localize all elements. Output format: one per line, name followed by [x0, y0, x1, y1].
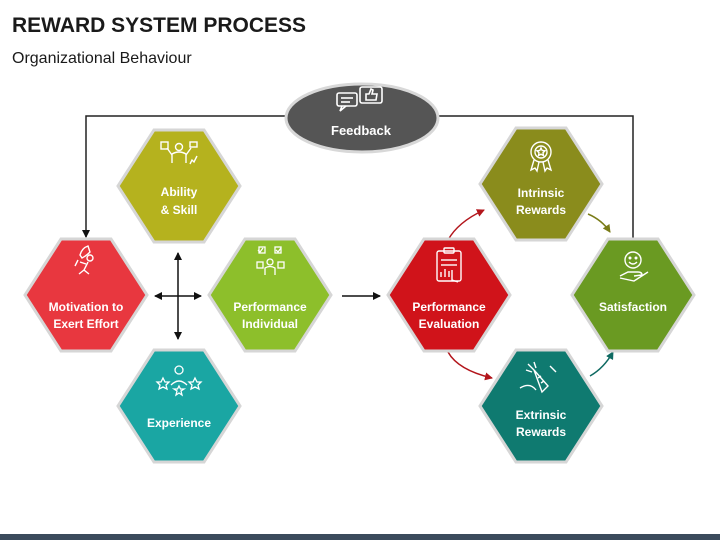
- node-line1: Experience: [147, 416, 211, 430]
- node-line1: Performance: [233, 300, 307, 314]
- hex-node-extrinsic: Extrinsic Rewards: [478, 348, 604, 464]
- hex-node-satisfaction: Satisfaction: [570, 237, 696, 353]
- arrow-to-extrinsic: [447, 351, 493, 381]
- hex-node-performance-individual: Performance Individual: [207, 237, 333, 353]
- hex-shape: [478, 126, 604, 242]
- hex-shape: [386, 237, 512, 353]
- person-stars-icon: [155, 365, 203, 397]
- node-line1: Ability: [161, 185, 198, 199]
- hex-shape: [478, 348, 604, 464]
- hex-node-ability: Ability & Skill: [116, 128, 242, 244]
- node-line2: Rewards: [516, 425, 566, 439]
- page-subtitle: Organizational Behaviour: [12, 50, 192, 67]
- footer-bar: [0, 534, 720, 540]
- person-skills-icon: [160, 141, 198, 165]
- node-line2: Rewards: [516, 203, 566, 217]
- hex-node-experience: Experience: [116, 348, 242, 464]
- hex-shape: [116, 348, 242, 464]
- org-chart-check-icon: [256, 246, 285, 275]
- node-line1: Performance: [412, 300, 486, 314]
- hex-shape: [116, 128, 242, 244]
- smile-hand-icon: [619, 251, 649, 282]
- hex-shape: [570, 237, 696, 353]
- node-line1: Intrinsic: [518, 186, 565, 200]
- carrot-icon: [519, 361, 557, 394]
- chat-thumbs-up-icon: [336, 86, 383, 112]
- node-line2: & Skill: [161, 203, 198, 217]
- clipboard-chart-icon: [436, 247, 462, 283]
- node-line2: Evaluation: [419, 317, 480, 331]
- arrow-to-intrinsic: [447, 209, 485, 241]
- hex-shape: [207, 237, 333, 353]
- hex-node-motivation: Motivation to Exert Effort: [23, 237, 149, 353]
- page-title: REWARD SYSTEM PROCESS: [12, 14, 307, 37]
- hex-node-intrinsic: Intrinsic Rewards: [478, 126, 604, 242]
- feedback-node: Feedback: [284, 82, 440, 154]
- hex-shape: [23, 237, 149, 353]
- node-line2: Exert Effort: [53, 317, 118, 331]
- node-line1: Extrinsic: [516, 408, 567, 422]
- medal-icon: [529, 141, 553, 173]
- arrow-intrinsic-to-satisfaction: [587, 213, 611, 233]
- arrow-extrinsic-to-satisfaction: [589, 351, 614, 377]
- node-line2: Individual: [242, 317, 298, 331]
- node-line1: Satisfaction: [599, 300, 667, 314]
- feedback-label: Feedback: [331, 123, 392, 138]
- cross-arrows: [154, 252, 202, 340]
- rocket-person-icon: [74, 245, 94, 275]
- hex-node-performance-evaluation: Performance Evaluation: [386, 237, 512, 353]
- node-line1: Motivation to: [49, 300, 124, 314]
